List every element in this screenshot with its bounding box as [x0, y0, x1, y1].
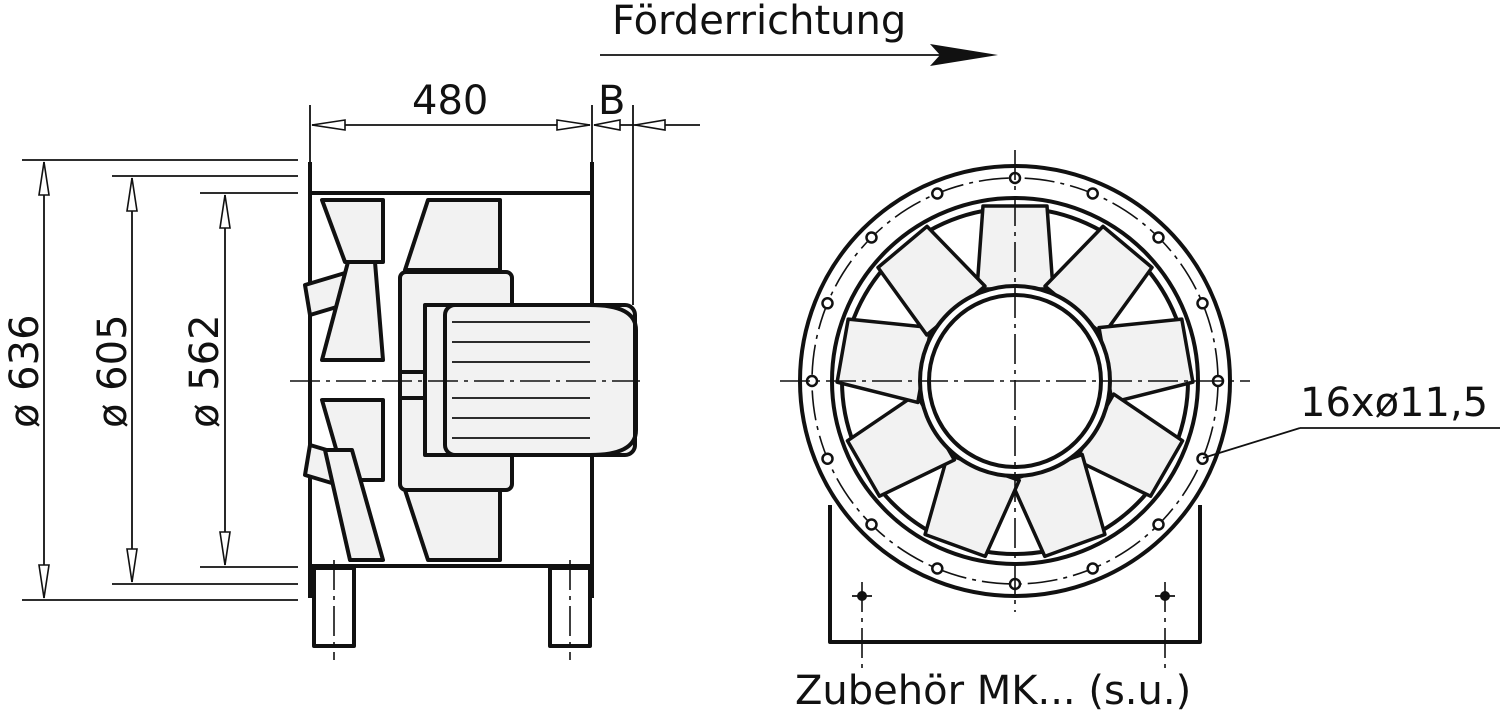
dimension-diameters: ø 636 ø 605 ø 562: [2, 159, 298, 601]
flow-direction-label: Förderrichtung: [612, 0, 906, 44]
bolt-hole: [865, 518, 878, 531]
dimension-outer-label: ø 636: [2, 314, 48, 428]
bolt-hole: [931, 187, 944, 200]
dimension-b-label: B: [598, 78, 625, 124]
bolt-hole: [821, 297, 834, 310]
bolt-hole: [865, 231, 878, 244]
flow-direction-arrow: [600, 44, 998, 66]
stand-mounting-holes: [852, 582, 1175, 668]
bolt-hole: [821, 452, 834, 465]
holes-label: 16xø11,5: [1300, 380, 1488, 426]
side-view: 480 B ø 636 ø: [2, 78, 700, 660]
dimension-bolt-circle-label: ø 605: [90, 314, 136, 428]
dimension-b: B: [593, 78, 700, 305]
dimension-inner-label: ø 562: [182, 314, 228, 428]
bolt-hole: [1196, 297, 1209, 310]
bolt-hole: [1086, 562, 1099, 575]
holes-leader: 16xø11,5: [1202, 380, 1500, 459]
bolt-hole: [1152, 231, 1165, 244]
dimension-length-label: 480: [412, 78, 488, 124]
accessory-label: Zubehör MK... (s.u.): [795, 668, 1191, 710]
dimension-length: 480: [309, 78, 593, 162]
bolt-hole: [1152, 518, 1165, 531]
bolt-hole: [1086, 187, 1099, 200]
motor-cooling-fins: [452, 321, 590, 439]
bolt-hole: [931, 562, 944, 575]
bolt-hole: [1196, 452, 1209, 465]
front-view: 16xø11,5 Zubehör MK... (s.u.): [780, 150, 1500, 710]
